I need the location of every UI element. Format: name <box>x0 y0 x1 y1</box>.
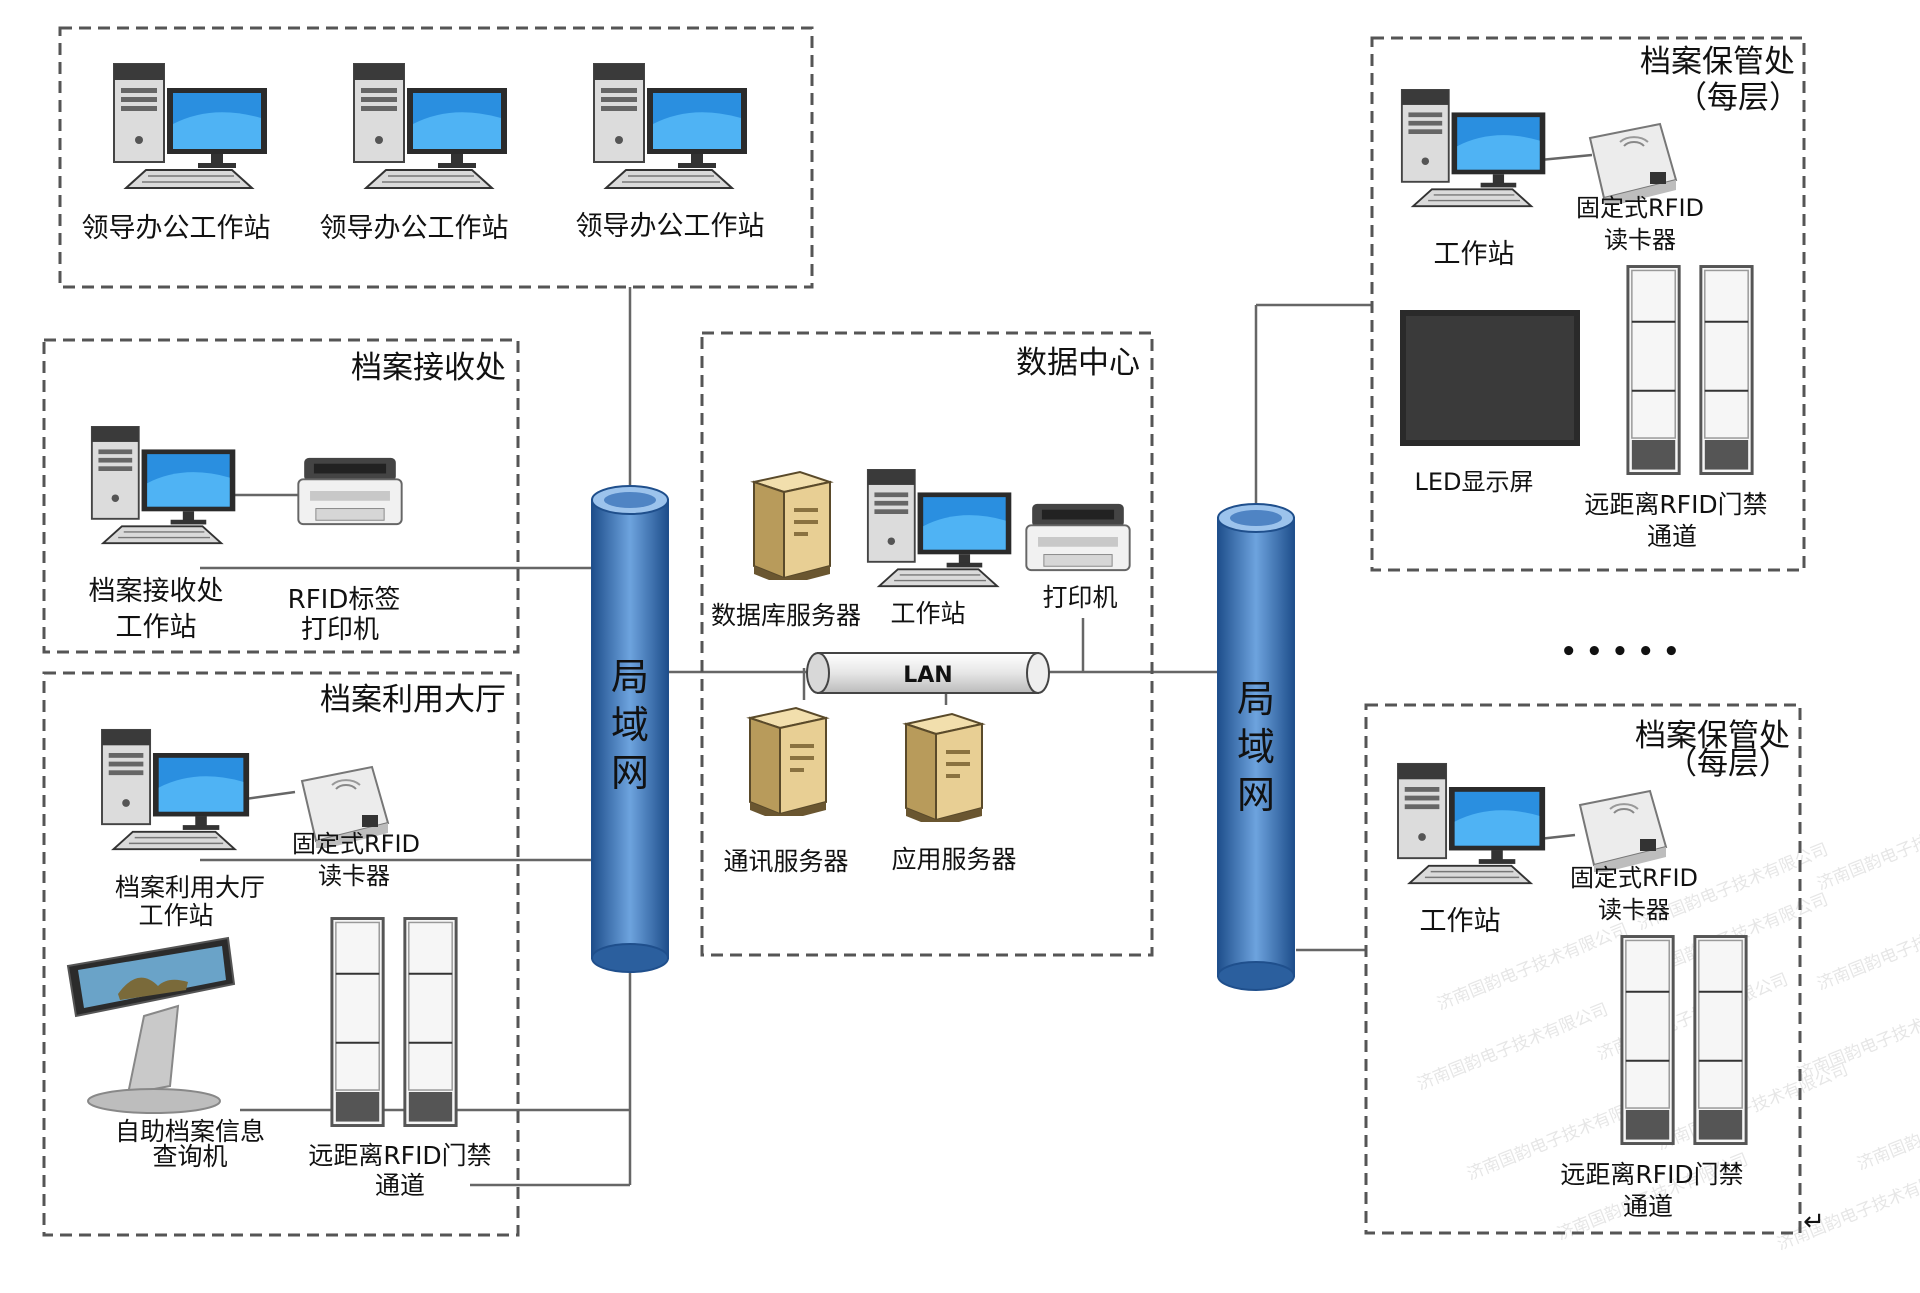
gate-label: 通道 <box>1647 522 1697 551</box>
zone-borders <box>42 26 1806 1237</box>
storage-bottom-workstation-label: 工作站 <box>1420 906 1501 937</box>
database-server-icon <box>753 471 831 580</box>
printer-icon <box>1025 502 1131 572</box>
workstation-icon <box>866 468 1013 588</box>
gate-label: 远距离RFID门禁 <box>308 1141 491 1170</box>
storage-top-workstation-label: 工作站 <box>1434 239 1515 270</box>
gate-label: 通道 <box>1623 1192 1673 1221</box>
rfid-reader-label: 固定式RFID <box>1576 194 1704 222</box>
watermark-text: 济南国韵电子技术有限公司 <box>1414 1000 1611 1095</box>
pipe-right-char: 网 <box>1237 773 1275 817</box>
rfid-reader-label: 读卡器 <box>1598 896 1670 924</box>
security-gate-icon <box>330 917 458 1128</box>
led-screen-label: LED显示屏 <box>1414 468 1533 496</box>
leader-workstation-icon <box>593 63 748 189</box>
lan-pipe-left: 局 域 网 <box>591 485 669 973</box>
hall-workstation-label: 档案利用大厅 <box>115 873 265 902</box>
leader-workstation-icon <box>113 63 268 189</box>
rfid-label-printer-label: 打印机 <box>301 615 379 645</box>
zone-title-datacenter: 数据中心 <box>1016 345 1140 381</box>
rfid-reader-label: 固定式RFID <box>1570 864 1698 892</box>
leader-workstation-icon <box>353 63 508 189</box>
workstation-icon <box>90 425 237 545</box>
hall-workstation-label: 工作站 <box>138 901 213 930</box>
watermark-text: 济南国韵电子技术有限公司 <box>1854 1080 1920 1175</box>
leader-workstation-label: 领导办公工作站 <box>320 213 509 244</box>
pipe-left-char: 网 <box>611 751 649 795</box>
watermark-text: 济南国韵电子技术有限公司 <box>1794 990 1920 1085</box>
zone-title-storage-bottom: 档案保管处 <box>1635 718 1790 754</box>
database-server-label: 数据库服务器 <box>711 601 861 630</box>
watermark-text: 济南国韵电子技术有限公司 <box>1814 800 1920 895</box>
led-screen-panel <box>1406 316 1574 440</box>
return-mark: ↵ <box>1803 1207 1825 1237</box>
zone-leaders <box>58 26 814 289</box>
datacenter-workstation-label: 工作站 <box>890 599 965 628</box>
zone-title-storage-top-sub: （每层） <box>1676 80 1800 116</box>
rfid-reader-icon <box>1578 789 1668 872</box>
zone-storage-top <box>1370 36 1806 572</box>
gate-label: 远距离RFID门禁 <box>1584 490 1767 519</box>
gate-label: 远距离RFID门禁 <box>1560 1160 1743 1189</box>
watermark-text: 济南国韵电子技术有限公司 <box>1654 1060 1851 1155</box>
watermark-text: 济南国韵电子技术有限公司 <box>1814 900 1920 995</box>
zone-datacenter <box>700 331 1154 957</box>
zone-hall <box>42 671 520 1237</box>
lan-label: LAN <box>903 663 952 688</box>
lan-bus: LAN <box>806 652 1050 694</box>
security-gate-icon <box>1626 265 1754 476</box>
zone-receiving <box>42 338 520 654</box>
workstation-icon <box>1397 762 1547 885</box>
pipe-right-char: 局 <box>1237 677 1275 721</box>
leader-workstation-label: 领导办公工作站 <box>82 213 271 244</box>
rfid-reader-label: 读卡器 <box>1604 226 1676 254</box>
app-server-label: 应用服务器 <box>891 845 1016 874</box>
zone-title-storage-bottom-sub: （每层） <box>1666 746 1790 782</box>
receiving-workstation-label: 工作站 <box>116 612 197 643</box>
workstation-icon <box>1400 88 1547 208</box>
gate-label: 通道 <box>375 1171 425 1200</box>
comm-server-label: 通讯服务器 <box>723 847 848 876</box>
pipe-left-char: 局 <box>611 655 649 699</box>
rfid-label-printer-label: RFID标签 <box>288 585 401 615</box>
lan-pipe-right: 局 域 网 <box>1217 503 1295 991</box>
watermark-text: 济南国韵电子技术有限公司 <box>1774 1160 1920 1255</box>
kiosk-label: 自助档案信息 <box>115 1117 265 1146</box>
comm-server-icon <box>749 707 827 816</box>
rfid-reader-label: 固定式RFID <box>292 830 420 858</box>
workstation-icon <box>101 728 251 851</box>
kiosk-icon <box>67 937 235 1114</box>
kiosk-label: 查询机 <box>152 1142 227 1171</box>
zone-title-storage-top: 档案保管处 <box>1640 44 1795 80</box>
pipe-left-char: 域 <box>611 703 649 747</box>
app-server-icon <box>905 713 983 822</box>
pipe-right-char: 域 <box>1237 725 1275 769</box>
receiving-workstation-label: 档案接收处 <box>89 576 224 607</box>
rfid-reader-label: 读卡器 <box>318 862 390 890</box>
printer-icon <box>297 456 403 526</box>
datacenter-printer-label: 打印机 <box>1042 583 1117 612</box>
leader-workstation-label: 领导办公工作站 <box>576 211 765 242</box>
zone-storage-bottom <box>1364 703 1802 1235</box>
more-floors-ellipsis: • • • • • <box>1560 637 1679 667</box>
zone-title-hall: 档案利用大厅 <box>320 682 506 718</box>
zone-title-receiving: 档案接收处 <box>351 350 506 386</box>
